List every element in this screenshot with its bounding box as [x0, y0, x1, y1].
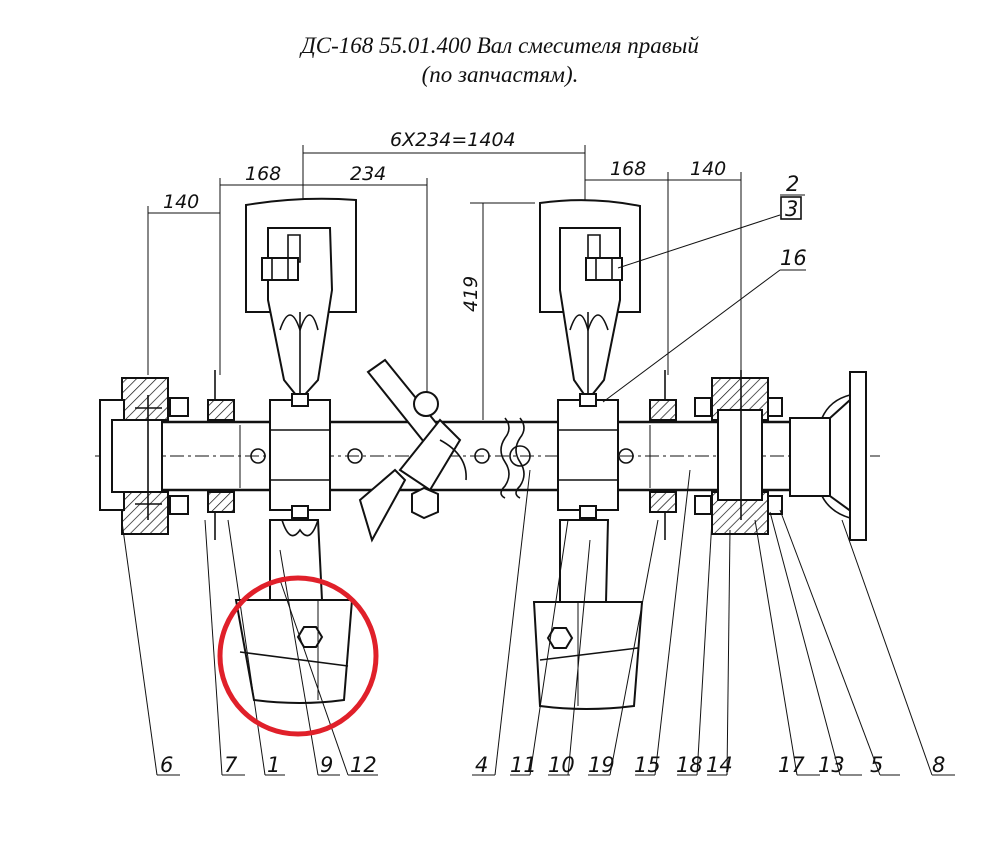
right-paddle-lower — [532, 519, 644, 710]
top-leader-lines — [602, 194, 806, 403]
label-6: 6 — [160, 753, 173, 777]
center-inclined-paddle — [358, 358, 467, 543]
highlight-circle — [217, 575, 379, 737]
label-19: 19 — [588, 753, 615, 777]
label-14: 14 — [706, 753, 733, 777]
label-15: 15 — [634, 753, 661, 777]
left-paddle-lower — [234, 519, 354, 704]
right-clamp — [557, 393, 619, 519]
label-4: 4 — [475, 753, 488, 777]
left-bearing-housing — [99, 377, 189, 535]
dim-right-140: 140 — [690, 158, 726, 180]
dim-left-168: 168 — [245, 163, 281, 185]
right-bearing-housing — [694, 370, 783, 535]
label-8: 8 — [932, 753, 945, 777]
dim-left-234: 234 — [350, 163, 386, 185]
drawing-title: ДС-168 55.01.400 Вал смесителя правый — [301, 33, 699, 58]
label-17: 17 — [778, 753, 805, 777]
dim-right-168: 168 — [610, 158, 646, 180]
right-collar — [649, 370, 677, 540]
bottom-leader-lines — [121, 469, 955, 776]
drawing-subtitle: (по запчастям). — [421, 62, 579, 87]
label-7: 7 — [224, 753, 238, 777]
left-collar — [207, 370, 235, 540]
bottom-part-labels: 6 7 1 9 12 4 11 10 19 15 18 14 17 13 5 8 — [160, 753, 945, 777]
right-paddle-upper — [539, 199, 641, 402]
left-clamp — [269, 393, 331, 519]
label-13: 13 — [818, 753, 845, 777]
top-part-labels: 2 3 16 — [780, 172, 807, 270]
label-18: 18 — [676, 753, 703, 777]
dim-overall: 6X234=1404 — [390, 129, 516, 151]
dim-height-419: 419 — [460, 276, 482, 312]
dimension-lines — [147, 145, 742, 420]
drive-flange — [789, 371, 867, 541]
label-1: 1 — [267, 753, 280, 777]
label-16: 16 — [780, 246, 807, 270]
label-2: 2 — [786, 172, 799, 196]
label-10: 10 — [548, 753, 575, 777]
dimension-values: 6X234=1404 168 234 140 168 140 419 — [163, 129, 726, 312]
label-5: 5 — [870, 753, 883, 777]
label-9: 9 — [320, 753, 333, 777]
left-paddle-upper — [245, 197, 357, 402]
label-3: 3 — [785, 197, 798, 221]
label-11: 11 — [510, 753, 537, 777]
label-12: 12 — [350, 753, 377, 777]
dim-left-140: 140 — [163, 191, 199, 213]
label-3-box — [780, 196, 802, 220]
